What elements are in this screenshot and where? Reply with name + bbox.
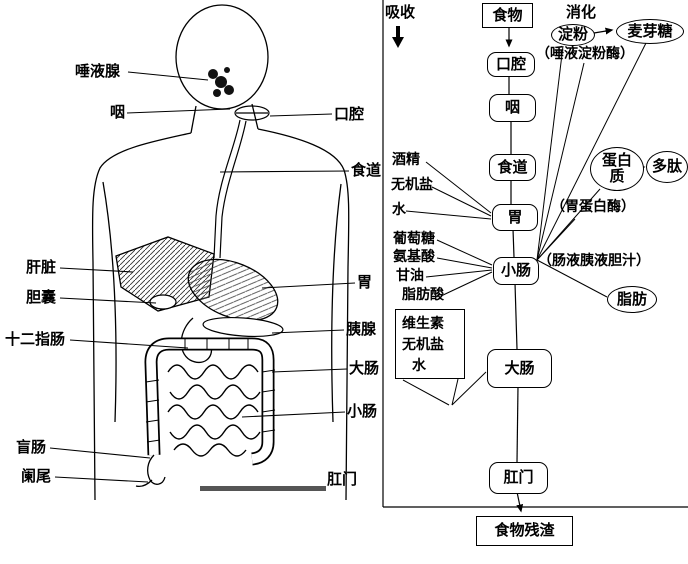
si-absorb-fatty-acids: 脂肪酸 [402,286,444,302]
food-residue-box: 食物残渣 [476,516,573,546]
label-oral-cavity: 口腔 [334,106,365,123]
gallbladder-shape [149,294,177,310]
stomach-absorb-water: 水 [392,201,406,217]
digest-heading: 消化 [566,4,597,21]
absorption-fan-lines [402,161,493,406]
label-duodenum: 十二指肠 [5,331,66,348]
cecum-shape [135,454,166,488]
flow-stomach: 胃 [492,204,538,231]
pepsin-label: （胃蛋白酶） [551,198,635,214]
label-pharynx: 咽 [110,104,126,121]
mouth-shape [234,105,270,121]
salivary-gland-shape [208,67,234,97]
esophagus-shape [213,119,247,259]
label-anus: 肛门 [327,471,358,488]
label-appendix: 阑尾 [21,468,52,485]
flow-small-intestine: 小肠 [493,257,539,285]
label-large-intestine: 大肠 [349,360,380,377]
duodenum-shape [180,317,213,364]
flow-large-intestine: 大肠 [487,349,552,388]
label-salivary-gland: 唾液腺 [75,63,121,80]
flow-esophagus: 食道 [489,154,536,181]
label-small-intestine: 小肠 [347,403,378,420]
li-absorb-water: 水 [412,357,426,373]
stomach-absorb-alcohol: 酒精 [392,151,420,167]
si-absorb-glycerol: 甘油 [396,267,424,283]
absorb-heading: 吸收 [385,4,416,21]
absorb-arrow [392,26,404,48]
flow-connectors [505,25,646,513]
maltose-oval: 麦芽糖 [616,19,684,44]
stomach-absorb-salts: 无机盐 [391,176,433,192]
pancreas-shape [202,316,284,338]
label-stomach: 胃 [357,274,373,291]
flow-anus: 肛门 [489,462,548,494]
label-gallbladder: 胆囊 [26,289,57,306]
stomach-shape [187,258,279,322]
si-absorb-glucose: 葡萄糖 [393,230,435,246]
leader-lines [49,71,356,483]
label-pancreas: 胰腺 [346,321,377,338]
small-intestine-shape [167,364,261,457]
label-cecum: 盲肠 [16,439,47,456]
label-esophagus: 食道 [351,162,382,179]
large-intestine-shape [144,337,276,466]
anus-leader-line [200,486,326,491]
li-absorb-box: 维生素 无机盐 水 [395,309,465,379]
si-absorb-amino-acids: 氨基酸 [393,248,435,264]
li-absorb-vitamins: 维生素 [402,315,444,331]
panel-divider [382,0,688,508]
flow-pharynx: 咽 [489,94,536,122]
polypeptide-oval: 多肽 [646,151,688,183]
food-box: 食物 [482,3,533,28]
salivary-amylase-label: （唾液淀粉酶） [536,45,634,61]
fat-oval: 脂肪 [607,286,657,313]
protein-oval: 蛋白质 [590,147,644,191]
li-absorb-salts: 无机盐 [402,336,444,352]
flow-oral-cavity: 口腔 [487,52,535,77]
digestion-fan-lines [536,42,647,298]
label-liver: 肝脏 [26,259,57,276]
digestive-juices-label: （肠液胰液胆汁） [538,252,650,268]
starch-oval: 淀粉 [551,24,595,46]
